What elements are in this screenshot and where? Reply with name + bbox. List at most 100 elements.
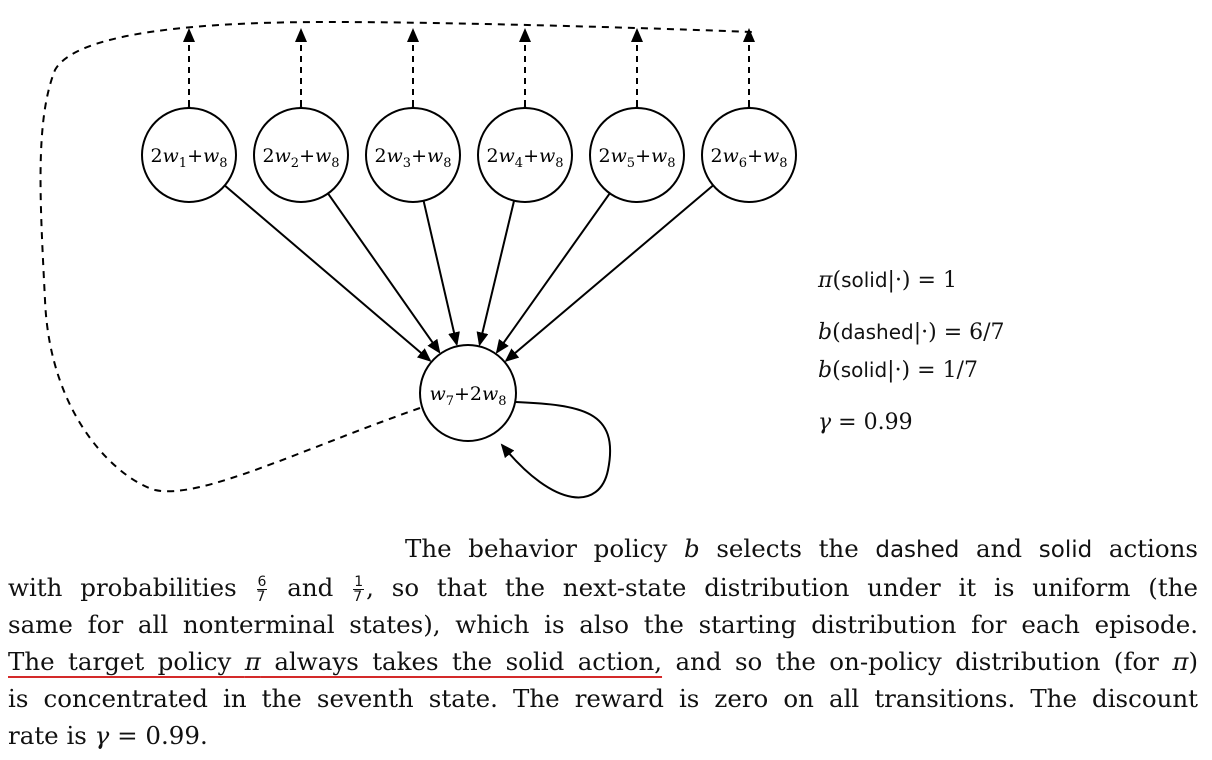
para-line-5: is concentrated in the seventh state. Th…	[8, 684, 1198, 713]
eq-gamma-symbol: γ	[818, 410, 832, 435]
eq-b-dashed: b(dashed|·) = 6/7	[818, 320, 1005, 345]
label-part: w	[275, 145, 291, 167]
text: always takes the solid action,	[260, 647, 663, 676]
eq-rest: |·) = 6/7	[913, 320, 1005, 345]
eq-rest: = 0.99	[831, 410, 913, 435]
state-node-6-label: 2w6+w8	[710, 145, 787, 171]
solid-edge-2	[327, 192, 441, 354]
eq-b-symbol: b	[818, 358, 833, 383]
label-part: 4	[515, 156, 523, 171]
label-part: +	[187, 145, 203, 167]
label-part: +	[411, 145, 427, 167]
state-node-2-circle	[253, 107, 349, 203]
text: actions	[1092, 534, 1198, 563]
state-node-1-label: 2w1+w8	[150, 145, 227, 171]
label-part: w	[539, 145, 555, 167]
label-part: 8	[443, 156, 451, 171]
label-part: 2	[598, 145, 610, 167]
para-line-6: rate is γ = 0.99.	[8, 717, 1198, 754]
label-part: +	[523, 145, 539, 167]
solid-edge-4	[476, 200, 516, 347]
text: rate is	[8, 721, 95, 750]
label-part: 6	[739, 156, 747, 171]
text: The target policy	[8, 647, 245, 676]
label-part: 8	[667, 156, 675, 171]
label-part: 2	[150, 145, 162, 167]
text: with probabilities	[8, 573, 255, 602]
state-node-3-label: 2w3+w8	[374, 145, 451, 171]
word-solid: solid	[1038, 537, 1093, 563]
eq-rest: |·) = 1/7	[887, 358, 978, 383]
state-node-4-circle	[477, 107, 573, 203]
frac-den: 7	[353, 589, 363, 605]
label-part: 2	[374, 145, 386, 167]
math-pi: π	[1172, 647, 1189, 676]
state-node-5-circle	[589, 107, 685, 203]
text: The behavior policy	[405, 534, 684, 563]
state-node-3: 2w3+w8	[365, 107, 461, 203]
state-node-6: 2w6+w8	[701, 107, 797, 203]
text: = 0.99.	[109, 721, 208, 750]
math-b: b	[684, 534, 700, 563]
state-node-6-circle	[701, 107, 797, 203]
state-node-4-label: 2w4+w8	[486, 145, 563, 171]
para-line-1: The behavior policy b selects the dashed…	[8, 530, 1198, 569]
solid-edge-6	[504, 184, 714, 362]
label-part: +	[635, 145, 651, 167]
math-pi: π	[244, 647, 261, 676]
para-line-4: The target policy π always takes the sol…	[8, 643, 1198, 680]
state-node-7-label: w7+2w8	[429, 383, 506, 409]
eq-open: (	[832, 358, 841, 383]
eq-b-symbol: b	[818, 320, 833, 345]
solid-edge-3	[422, 200, 460, 347]
var-w8: w	[482, 383, 498, 405]
solid-edge-1	[224, 184, 432, 362]
label-part: 8	[331, 156, 339, 171]
label-part: +	[299, 145, 315, 167]
sub-7: 7	[446, 394, 454, 409]
eq-b-solid: b(solid|·) = 1/7	[818, 358, 978, 383]
underlined-phrase: The target policy π always takes the sol…	[8, 647, 662, 676]
text: and	[959, 534, 1039, 563]
eq-action: solid	[840, 358, 888, 382]
dashed-loop-edge	[39, 20, 753, 493]
eq-pi-symbol: π	[818, 268, 833, 293]
math-gamma: γ	[94, 721, 110, 750]
label-part: 2	[486, 145, 498, 167]
label-part: w	[163, 145, 179, 167]
text: , so that the next-state distribution un…	[366, 573, 1198, 602]
frac-num: 1	[353, 574, 365, 590]
state-node-7-circle	[419, 344, 517, 442]
solid-edge-5	[495, 192, 611, 354]
word-dashed: dashed	[875, 537, 960, 563]
state-node-1-circle	[141, 107, 237, 203]
label-part: w	[723, 145, 739, 167]
label-part: 2	[262, 145, 274, 167]
eq-open: (	[832, 320, 841, 345]
description-paragraph: The behavior policy b selects the dashed…	[8, 530, 1198, 754]
state-node-4: 2w4+w8	[477, 107, 573, 203]
label-part: w	[499, 145, 515, 167]
var-w7: w	[429, 383, 445, 405]
text: selects the	[699, 534, 876, 563]
coef-2: 2	[470, 383, 482, 405]
frac-den: 7	[256, 589, 266, 605]
text: and	[269, 573, 352, 602]
label-part: 3	[403, 156, 411, 171]
label-part: w	[203, 145, 219, 167]
plus: +	[454, 383, 470, 405]
label-part: 8	[555, 156, 563, 171]
state-node-2-label: 2w2+w8	[262, 145, 339, 171]
text: )	[1188, 647, 1198, 676]
state-node-2: 2w2+w8	[253, 107, 349, 203]
self-loop-edge	[500, 401, 611, 499]
eq-action: dashed	[840, 320, 914, 344]
eq-open: (	[832, 268, 842, 293]
label-part: 2	[291, 156, 299, 171]
label-part: 5	[627, 156, 635, 171]
state-node-5-label: 2w5+w8	[598, 145, 675, 171]
sub-8: 8	[498, 394, 506, 409]
